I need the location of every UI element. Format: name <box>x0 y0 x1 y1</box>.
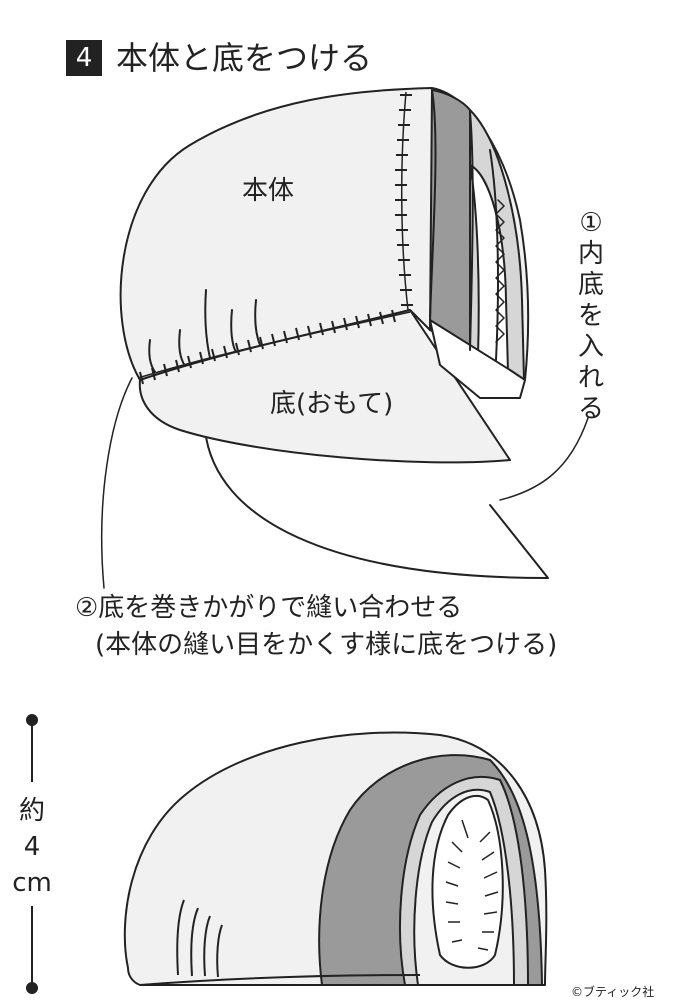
bottom-front-label: 底(おもて) <box>270 389 394 419</box>
note1-char: る <box>577 394 604 424</box>
step-number-badge: 4 <box>66 40 102 76</box>
note1-char: れ <box>577 363 604 393</box>
note-whipstitch-line2: (本体の縫い目をかくす様に底をつける) <box>95 630 558 660</box>
step-title: 本体と底をつける <box>116 39 373 77</box>
copyright-credit: ©ブティック社 <box>571 985 655 999</box>
size-char: 4 <box>23 832 41 862</box>
note-insert-inner-bottom: ① 内 底 を 入 れ る <box>574 208 608 425</box>
size-indicator <box>26 714 38 994</box>
note1-char: を <box>577 301 604 331</box>
size-char: cm <box>12 868 52 898</box>
leader-line-1 <box>499 417 589 501</box>
seam-stitch-bottom <box>139 309 396 385</box>
inner-stitch <box>495 199 505 343</box>
leader-line-2 <box>100 377 133 589</box>
finished-illustration <box>123 731 548 986</box>
note1-char: 内 <box>577 239 604 269</box>
note1-char: ① <box>579 208 603 238</box>
note1-char: 入 <box>577 332 604 362</box>
bottom-piece-outer <box>204 429 549 579</box>
finished-inner-stitch <box>445 819 499 951</box>
note-whipstitch-line1: ②底を巻きかがりで縫い合わせる <box>75 593 463 623</box>
note1-char: 底 <box>577 270 604 300</box>
main-body-label: 本体 <box>242 176 295 206</box>
size-char: 約 <box>18 796 45 826</box>
finished-inner-opening <box>431 794 504 969</box>
size-label: 約 4 cm <box>12 793 52 901</box>
